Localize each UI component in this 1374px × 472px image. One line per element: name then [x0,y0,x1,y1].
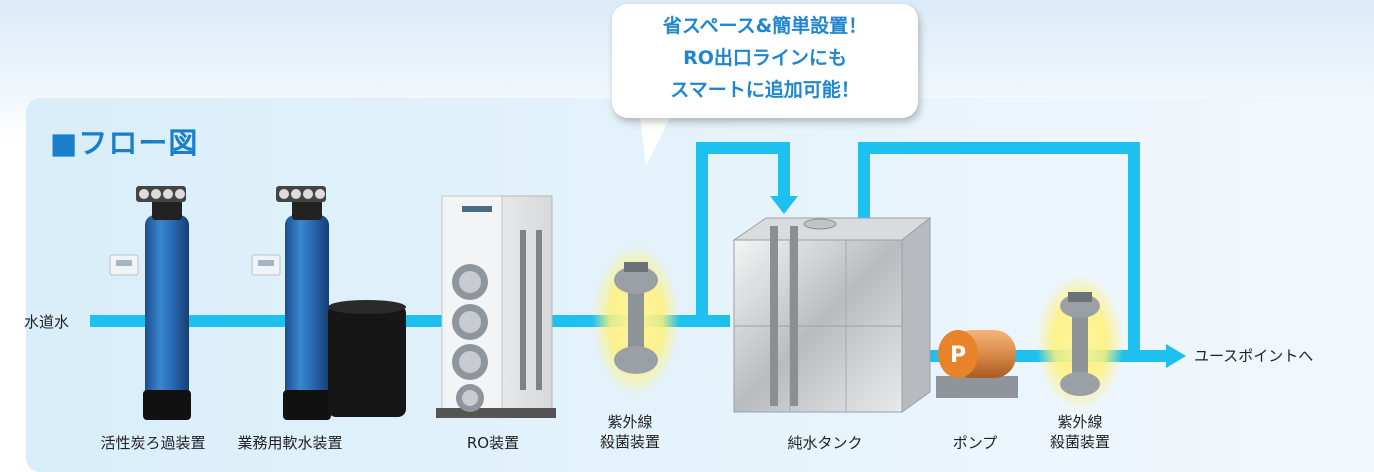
arrow-into-tank-icon [770,196,798,214]
equipment-label-ro: RO装置 [466,434,520,452]
callout-line-2: RO出口ラインにも [683,47,847,69]
carbon-filter-unit [109,186,191,420]
callout-text: 省スペース&簡単設置！ RO出口ラインにも スマートに追加可能！ [612,10,918,106]
ro-unit [436,195,556,418]
uv-sterilizer-2 [1036,274,1124,410]
callout-pointer [640,118,670,166]
softener-unit [251,186,406,420]
diagram-heading: ■フロー図 [50,126,199,160]
arrow-outlet-icon [1166,344,1186,368]
callout-line-1: 省スペース&簡単設置！ [662,15,868,37]
pump-unit [936,330,1018,398]
equipment-label-uv-1: 紫外線 殺菌装置 [599,413,660,451]
uv-sterilizer-1 [592,244,680,396]
callout-line-3: スマートに追加可能！ [670,79,860,101]
equipment-label-softener: 業務用軟水装置 [237,434,343,452]
equipment-label-tank: 純水タンク [787,434,863,452]
pure-water-tank [732,216,932,413]
equipment-label-pump: ポンプ [952,434,998,452]
pump-letter: P [950,343,966,368]
inlet-label: 水道水 [24,313,70,331]
outlet-label: ユースポイントへ [1194,347,1314,365]
equipment-label-carbon-filter: 活性炭ろ過装置 [100,434,206,452]
callout-box [612,4,918,118]
equipment-label-uv-2: 紫外線 殺菌装置 [1049,413,1110,451]
